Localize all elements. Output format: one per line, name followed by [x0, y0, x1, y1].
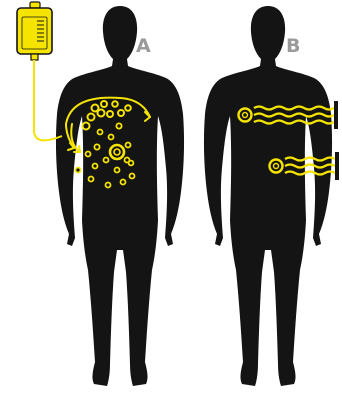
iv-bag-icon — [17, 2, 52, 60]
panel-label-b: B — [286, 35, 300, 57]
human-silhouette-b — [204, 6, 332, 386]
panel-label-a: A — [136, 35, 151, 57]
human-silhouette-a — [56, 6, 184, 386]
